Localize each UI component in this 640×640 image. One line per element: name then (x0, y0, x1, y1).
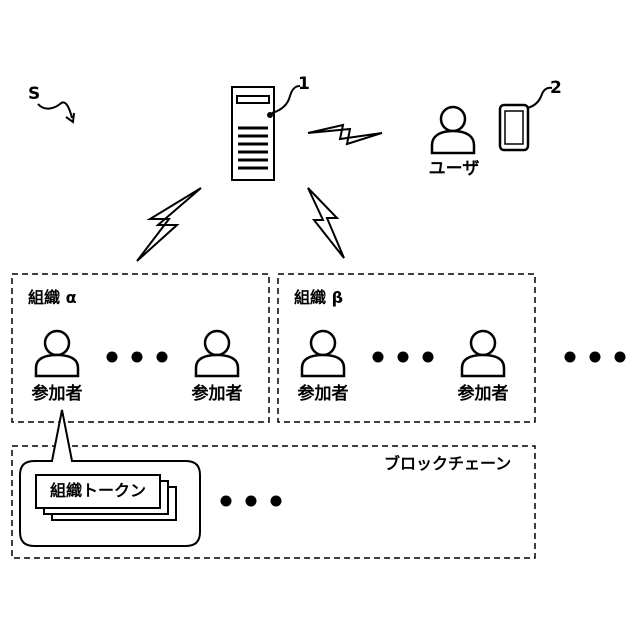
participant-label: 参加者 (298, 386, 349, 403)
user-icon (432, 107, 474, 153)
terminal-ref-number: 2 (550, 80, 562, 97)
wireless-link-org-alpha (137, 188, 201, 261)
participant-icon (36, 331, 78, 376)
participant-icon (302, 331, 344, 376)
blockchain-label: ブロックチェーン (384, 456, 511, 472)
participant-label: 参加者 (32, 386, 83, 403)
org-alpha-label: 組織 α (28, 290, 77, 306)
ellipsis-org-beta (373, 352, 434, 363)
ellipsis-more-tokens (221, 496, 282, 507)
tablet-leader-line (527, 88, 552, 108)
wireless-link-org-beta (308, 188, 344, 258)
server-leader-line (272, 86, 300, 113)
participant-label: 参加者 (458, 386, 509, 403)
user-label: ユーザ (429, 161, 480, 178)
server-ref-number: 1 (298, 76, 310, 93)
participant-label: 参加者 (192, 386, 243, 403)
participant-icon (196, 331, 238, 376)
wireless-link-user (308, 125, 382, 144)
system-label-arrow (38, 102, 74, 122)
system-label: S (28, 86, 40, 103)
server-icon (232, 87, 274, 180)
participant-icon (462, 331, 504, 376)
ellipsis-org-alpha (107, 352, 168, 363)
token-label: 組織トークン (50, 483, 146, 499)
ellipsis-more-orgs (565, 352, 626, 363)
org-beta-label: 組織 β (294, 290, 343, 306)
tablet-icon (500, 105, 528, 150)
